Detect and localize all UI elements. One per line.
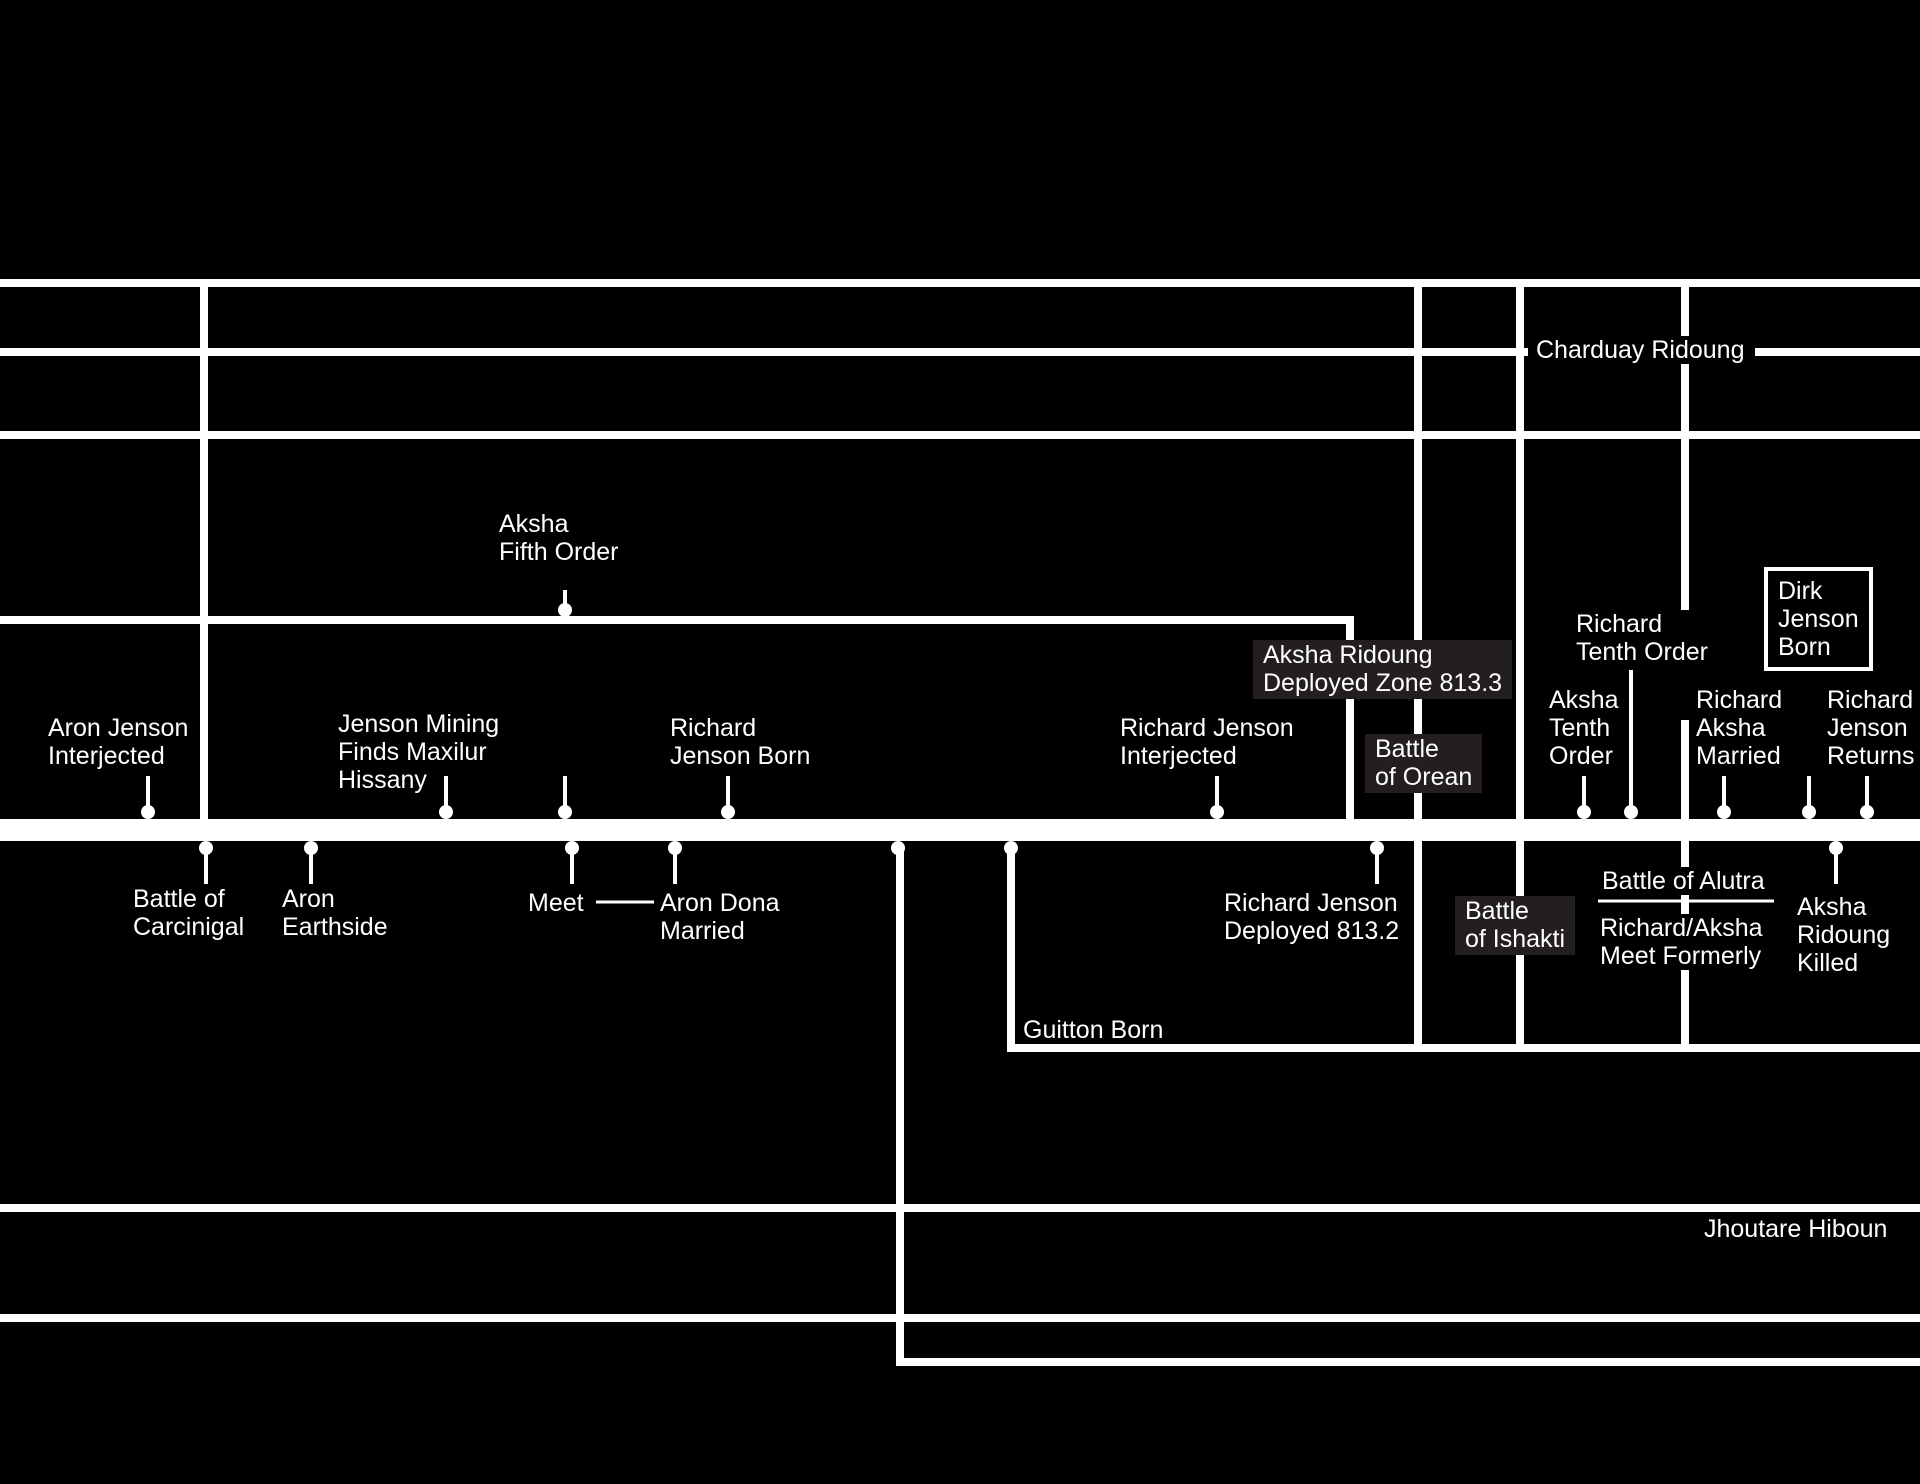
line-label-charduay-ridoung: Charduay Ridoung [1528,336,1753,364]
branch-line-aksha [0,616,1354,830]
event-dot [558,603,572,617]
event-dot [891,841,905,855]
event-dot [1624,805,1638,819]
line-label-guitton-born: Guitton Born [1023,1016,1164,1044]
event-dot [1860,805,1874,819]
event-dot [1210,805,1224,819]
branch-line-jhoutare [896,846,1920,1366]
event-dot [721,805,735,819]
event-dot [1370,841,1384,855]
event-dot [1802,805,1816,819]
event-dot [1717,805,1731,819]
event-dot [439,805,453,819]
branch-line-guitton [1007,846,1920,1052]
event-dot [141,805,155,819]
event-dot [304,841,318,855]
event-dot [1004,841,1018,855]
event-battle-of-alutra: Battle of Alutra [1594,867,1773,895]
line-label-jhoutare-hiboun: Jhoutare Hiboun [1704,1215,1888,1243]
event-dot [1829,841,1843,855]
event-dot [565,841,579,855]
event-dot [558,805,572,819]
event-dot [199,841,213,855]
event-dot [1577,805,1591,819]
event-meet: Meet [528,889,584,917]
event-dot [668,841,682,855]
